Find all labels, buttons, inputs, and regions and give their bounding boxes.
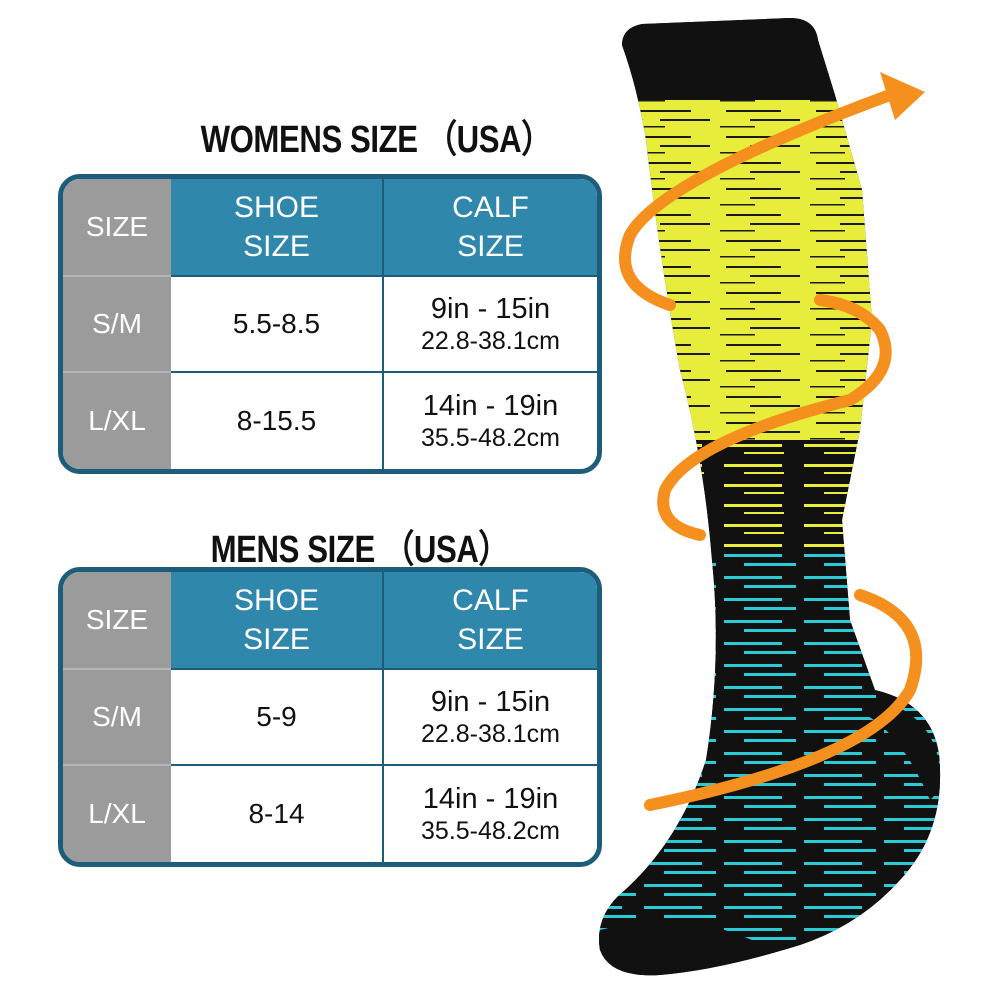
size-label-sm: S/M [63,670,171,766]
calf-inches: 14in - 19in [422,783,559,815]
calf-inches: 9in - 15in [430,686,551,718]
shoe-size-sm: 5-9 [171,670,384,766]
size-label-lxl: L/XL [63,766,171,862]
calf-size-sm: 9in - 15in 22.8-38.1cm [384,670,597,766]
calf-header-line2: SIZE [457,623,524,656]
calf-inches: 14in - 19in [422,390,559,422]
size-column-header: SIZE [63,572,171,670]
size-label-sm: S/M [63,277,171,373]
shoe-header-line1: SHOE [233,584,320,617]
calf-size-header: CALF SIZE [384,572,597,670]
shoe-size-lxl: 8-14 [171,766,384,862]
shoe-size-header: SHOE SIZE [171,572,384,670]
mens-size-title: MENS SIZE （USA） [210,529,510,571]
calf-centimeters: 22.8-38.1cm [421,327,560,355]
size-column-header: SIZE [63,179,171,277]
mens-size-table: SIZE SHOE SIZE CALF SIZE S/M 5-9 9in - 1… [58,567,602,867]
size-label-lxl: L/XL [63,373,171,469]
calf-size-lxl: 14in - 19in 35.5-48.2cm [384,373,597,469]
calf-header-line2: SIZE [457,230,524,263]
calf-size-lxl: 14in - 19in 35.5-48.2cm [384,766,597,862]
calf-header-line1: CALF [452,584,529,617]
compression-sock-icon [599,18,941,976]
shoe-header-line2: SIZE [243,230,310,263]
womens-size-table: SIZE SHOE SIZE CALF SIZE S/M 5.5-8.5 9in… [58,174,602,474]
calf-centimeters: 35.5-48.2cm [421,817,560,845]
womens-size-title: WOMENS SIZE （USA） [200,119,553,161]
calf-centimeters: 35.5-48.2cm [421,424,560,452]
calf-size-header: CALF SIZE [384,179,597,277]
shoe-size-header: SHOE SIZE [171,179,384,277]
calf-inches: 9in - 15in [430,293,551,325]
calf-centimeters: 22.8-38.1cm [421,720,560,748]
shoe-size-lxl: 8-15.5 [171,373,384,469]
shoe-header-line1: SHOE [233,191,320,224]
shoe-size-sm: 5.5-8.5 [171,277,384,373]
shoe-header-line2: SIZE [243,623,310,656]
calf-size-sm: 9in - 15in 22.8-38.1cm [384,277,597,373]
spiral-arrow-icon [619,89,923,811]
calf-header-line1: CALF [452,191,529,224]
